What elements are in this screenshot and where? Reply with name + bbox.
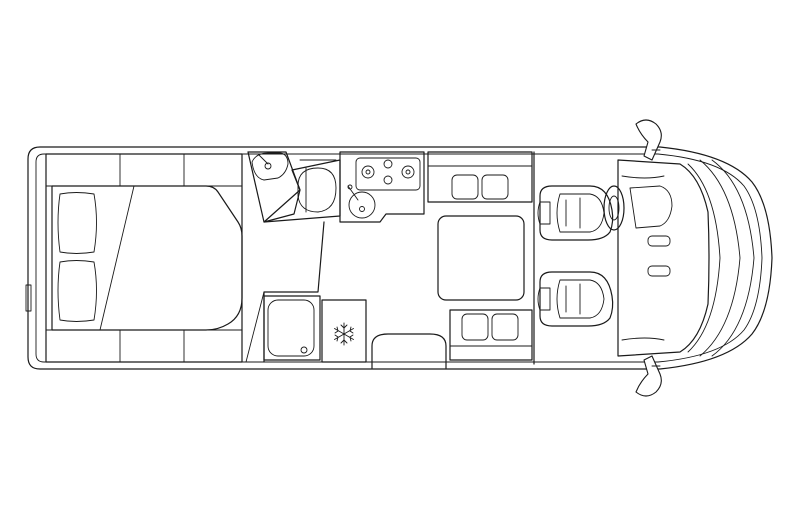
pillow-icon [57,192,97,254]
bench-rear [427,151,533,203]
toilet-bowl [297,167,337,213]
cab-dashboard [617,159,710,357]
dashboard-console [629,185,673,229]
windscreen-line [699,159,741,357]
windscreen [687,159,755,357]
pillow-icon [461,313,489,341]
shower-room [263,295,321,361]
seat-armrest [537,201,551,225]
shower-drain [300,346,308,354]
rear-bedroom [45,153,243,363]
faucet-knob [347,184,353,190]
sink-faucet-icon [347,185,359,201]
kitchen-counter [339,151,425,223]
bonnet-line [711,159,755,357]
hob-burner-icon [383,159,393,169]
passenger-seat [537,271,614,327]
driver-seat [537,185,614,241]
washroom [247,151,341,223]
seat-icon [539,185,614,241]
sink-faucet-icon [257,153,269,165]
vehicle-body [25,146,773,370]
body-inner-outline [35,153,763,363]
shower-tray [267,299,315,357]
seat-icon [539,271,614,327]
steering-wheel-icon [603,185,625,231]
washbasin [251,152,289,181]
hob [355,157,421,191]
bed-frame [45,153,243,363]
bed-step-line [245,291,265,363]
dinette-table [437,215,525,301]
pillow-icon [451,174,479,200]
dinette [427,151,533,361]
sink-drain [359,206,365,212]
hob-burner-icon [401,165,415,179]
pillow-icon [491,313,519,341]
mirror-icon [635,119,662,161]
hob-burner-icon [361,165,375,179]
kitchen [339,151,425,223]
washroom-wall [247,151,301,223]
shower-tray-frame [263,295,321,361]
snowflake-icon [334,322,354,346]
corridor-wall [263,221,325,363]
hob-burner-center [365,169,371,175]
mirror-icon [635,355,662,397]
pillow-icon [57,260,97,322]
dashboard-inner-curve [621,175,665,341]
bench-front [449,309,533,361]
cup-holder [647,265,671,277]
seat-armrest [537,287,551,311]
seat-cushion [556,193,605,233]
toilet-cabinet [263,159,341,223]
mattress [51,185,243,331]
rear-step [25,284,32,312]
hob-burner-icon [383,175,393,185]
body-outer-outline [27,146,773,370]
cup-holder [647,235,671,247]
sink-drain [264,162,272,170]
hob-burner-center [405,169,411,175]
duvet-fold-line [99,185,135,331]
pillow-icon [481,174,509,200]
entry-door-step [371,333,447,369]
kitchen-sink [348,191,376,219]
seat-cushion [556,279,605,319]
fridge [321,299,367,363]
windscreen-line [687,163,721,353]
dashboard-outline [617,159,710,357]
